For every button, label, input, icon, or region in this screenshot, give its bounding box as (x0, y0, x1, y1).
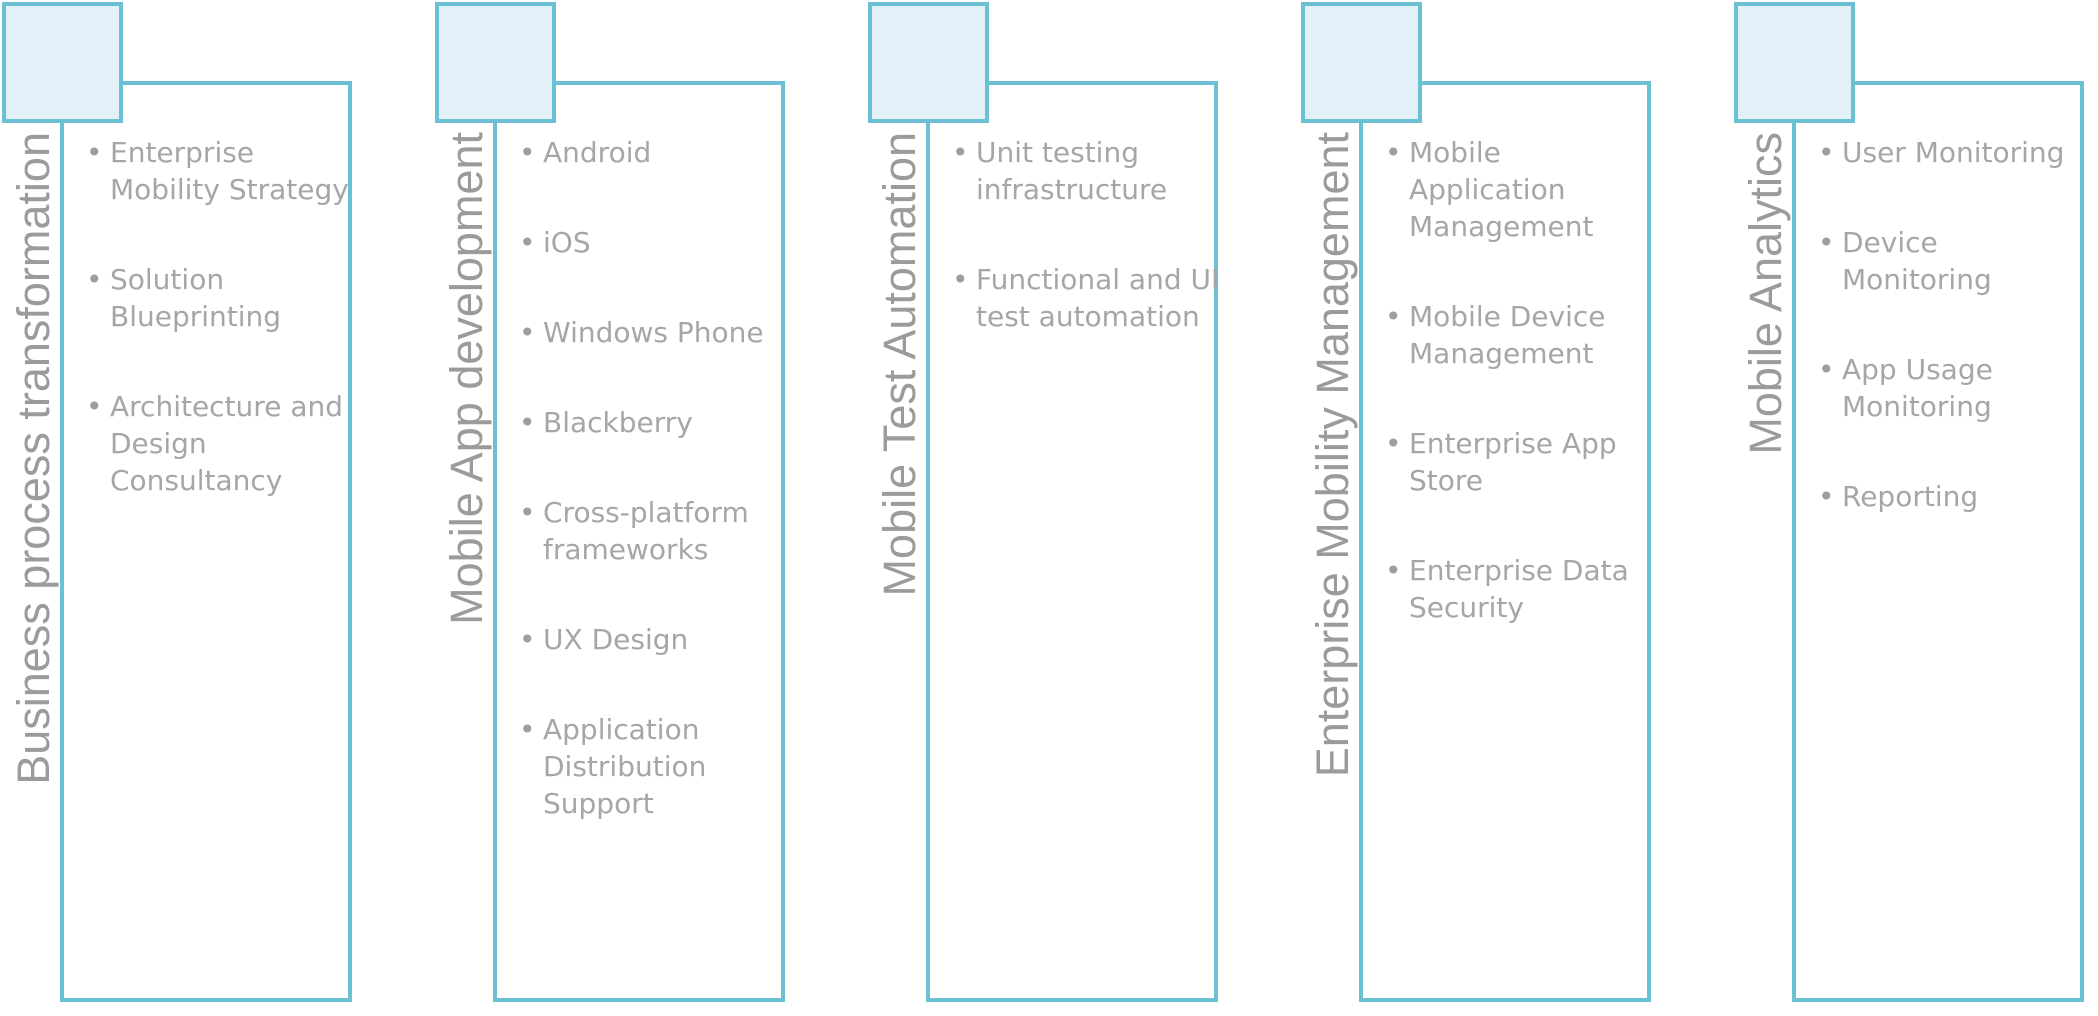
list-item-label: Blackberry (543, 406, 693, 439)
service-column: Business process transformation • Enterp… (0, 0, 400, 1016)
bullet-icon: • (1385, 427, 1402, 460)
service-card (926, 81, 1218, 1002)
list-item-label: Enterprise Mobility Strategy (110, 136, 349, 206)
column-title: Mobile App development (441, 132, 492, 625)
list-item: • Unit testing infrastructure (952, 134, 1220, 208)
column-title-container: Mobile Test Automation (874, 132, 925, 852)
list-item-label: Reporting (1842, 480, 1979, 513)
card-tab (1301, 2, 1422, 123)
list-item-label: Functional and UI test automation (976, 263, 1220, 333)
list-item-label: Windows Phone (543, 316, 764, 349)
list-item-label: Application Distribution Support (543, 713, 707, 820)
service-card (493, 81, 785, 1002)
list-item: • Mobile Application Management (1385, 134, 1653, 245)
bullet-icon: • (519, 316, 536, 349)
service-column: Mobile Analytics • User Monitoring • Dev… (1732, 0, 2098, 1016)
bullet-icon: • (519, 406, 536, 439)
column-title: Mobile Analytics (1740, 132, 1791, 455)
list-item-label: Mobile Application Management (1409, 136, 1594, 243)
list-item-label: Cross-platform frameworks (543, 496, 749, 566)
list-item-label: Mobile Device Management (1409, 300, 1606, 370)
list-item-label: UX Design (543, 623, 689, 656)
column-title: Business process transformation (8, 132, 59, 785)
column-title-container: Mobile App development (441, 132, 492, 852)
bullet-icon: • (1818, 136, 1835, 169)
service-column: Mobile Test Automation • Unit testing in… (866, 0, 1266, 1016)
list-item: • Reporting (1818, 478, 2086, 515)
list-item: • User Monitoring (1818, 134, 2086, 171)
list-item-label: Enterprise Data Security (1409, 554, 1629, 624)
card-tab (435, 2, 556, 123)
list-item: • Architecture and Design Consultancy (86, 388, 354, 499)
list-item-label: Android (543, 136, 652, 169)
list-item-label: User Monitoring (1842, 136, 2065, 169)
column-title-container: Mobile Analytics (1740, 132, 1791, 852)
service-list: • Android • iOS • Windows Phone • Blackb… (519, 134, 787, 875)
bullet-icon: • (1385, 300, 1402, 333)
bullet-icon: • (1818, 226, 1835, 259)
list-item: • Enterprise App Store (1385, 425, 1653, 499)
bullet-icon: • (1385, 136, 1402, 169)
list-item: • Enterprise Mobility Strategy (86, 134, 354, 208)
bullet-icon: • (1385, 554, 1402, 587)
service-list: • Mobile Application Management • Mobile… (1385, 134, 1653, 679)
bullet-icon: • (519, 623, 536, 656)
column-title: Enterprise Mobility Management (1307, 132, 1358, 778)
list-item: • iOS (519, 224, 787, 261)
bullet-icon: • (86, 263, 103, 296)
list-item-label: Device Monitoring (1842, 226, 1992, 296)
column-title: Mobile Test Automation (874, 132, 925, 597)
list-item: • Functional and UI test automation (952, 261, 1220, 335)
bullet-icon: • (1818, 480, 1835, 513)
service-list: • User Monitoring • Device Monitoring • … (1818, 134, 2086, 568)
list-item: • UX Design (519, 621, 787, 658)
service-list: • Enterprise Mobility Strategy • Solutio… (86, 134, 354, 552)
list-item-label: Solution Blueprinting (110, 263, 282, 333)
service-list: • Unit testing infrastructure • Function… (952, 134, 1220, 388)
list-item: • App Usage Monitoring (1818, 351, 2086, 425)
service-column: Mobile App development • Android • iOS •… (433, 0, 833, 1016)
list-item: • Windows Phone (519, 314, 787, 351)
list-item: • Enterprise Data Security (1385, 552, 1653, 626)
list-item: • Mobile Device Management (1385, 298, 1653, 372)
list-item-label: App Usage Monitoring (1842, 353, 1993, 423)
bullet-icon: • (519, 496, 536, 529)
service-card (60, 81, 352, 1002)
list-item-label: Unit testing infrastructure (976, 136, 1168, 206)
list-item: • Solution Blueprinting (86, 261, 354, 335)
bullet-icon: • (519, 226, 536, 259)
bullet-icon: • (86, 390, 103, 423)
bullet-icon: • (519, 713, 536, 746)
service-column: Enterprise Mobility Management • Mobile … (1299, 0, 1699, 1016)
list-item: • Android (519, 134, 787, 171)
list-item: • Cross-platform frameworks (519, 494, 787, 568)
list-item-label: iOS (543, 226, 591, 259)
list-item: • Application Distribution Support (519, 711, 787, 822)
bullet-icon: • (952, 136, 969, 169)
list-item: • Device Monitoring (1818, 224, 2086, 298)
list-item: • Blackberry (519, 404, 787, 441)
service-card (1792, 81, 2084, 1002)
list-item-label: Enterprise App Store (1409, 427, 1617, 497)
card-tab (868, 2, 989, 123)
service-card (1359, 81, 1651, 1002)
column-title-container: Enterprise Mobility Management (1307, 132, 1358, 852)
bullet-icon: • (86, 136, 103, 169)
column-title-container: Business process transformation (8, 132, 59, 852)
card-tab (1734, 2, 1855, 123)
bullet-icon: • (952, 263, 969, 296)
card-tab (2, 2, 123, 123)
list-item-label: Architecture and Design Consultancy (110, 390, 343, 497)
bullet-icon: • (519, 136, 536, 169)
bullet-icon: • (1818, 353, 1835, 386)
